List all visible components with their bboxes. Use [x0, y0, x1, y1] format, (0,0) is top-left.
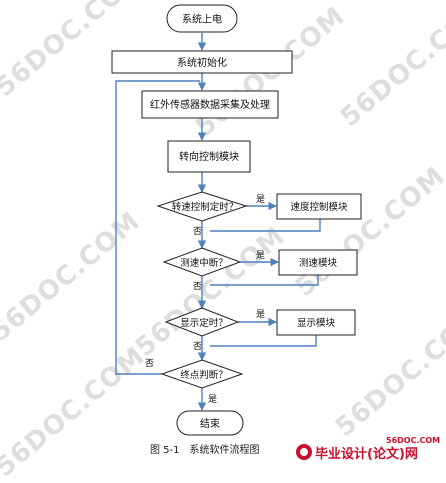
flowchart: 系统上电 系统初始化 红外传感器数据采集及处理 转向控制模块 转速控制定时？ 是…	[111, 4, 362, 436]
display-box	[276, 309, 356, 336]
init-box	[111, 50, 293, 74]
display-q-label: 显示定时？	[180, 317, 228, 329]
figure-number: 图 5-1	[150, 445, 180, 456]
no-label: 否	[193, 341, 202, 352]
connectors	[115, 33, 321, 411]
start-terminator	[166, 4, 238, 33]
brand-url: 56DOC.COM	[386, 436, 441, 445]
no-label: 否	[193, 226, 202, 237]
no-label: 否	[193, 281, 202, 292]
brand-banner: 毕业设计(论文)网	[296, 442, 418, 462]
yes-label: 是	[256, 250, 265, 261]
figure-title: 系统软件流程图	[189, 445, 260, 456]
start-label: 系统上电	[182, 13, 222, 26]
end-decision	[160, 359, 244, 389]
yes-label: 是	[256, 194, 265, 205]
brand-name: 毕业设计(论文)网	[315, 446, 418, 462]
yes-label: 是	[208, 394, 217, 405]
yes-label: 是	[256, 309, 265, 320]
brand-logo-icon	[296, 444, 312, 460]
no-label: 否	[145, 358, 154, 369]
end-terminator	[176, 410, 244, 436]
measure-box	[278, 249, 358, 276]
speed-control-label: 速度控制模块	[290, 201, 348, 213]
speed-control-box	[276, 193, 362, 220]
ir-label: 红外传感器数据采集及处理	[150, 98, 270, 111]
display-decision	[164, 307, 240, 337]
measure-decision	[162, 247, 242, 277]
display-label: 显示模块	[297, 317, 336, 329]
init-label: 系统初始化	[177, 56, 227, 69]
edge-measure-return	[210, 275, 319, 286]
measure-q-label: 测速中断？	[180, 257, 228, 269]
edge-endq-loop	[115, 80, 200, 375]
turn-box	[167, 140, 251, 173]
end-q-label: 终点判断？	[180, 369, 228, 381]
edge-speedctrl-return	[210, 219, 321, 232]
turn-label: 转向控制模块	[179, 150, 239, 163]
speed-timer-decision	[156, 191, 248, 222]
edge-display-return	[210, 335, 317, 347]
ir-box	[141, 90, 279, 119]
speed-timer-label: 转速控制定时？	[172, 201, 239, 213]
end-label: 结束	[200, 417, 220, 430]
measure-label: 测速模块	[299, 257, 338, 269]
figure-caption: 图 5-1 系统软件流程图	[150, 441, 260, 456]
